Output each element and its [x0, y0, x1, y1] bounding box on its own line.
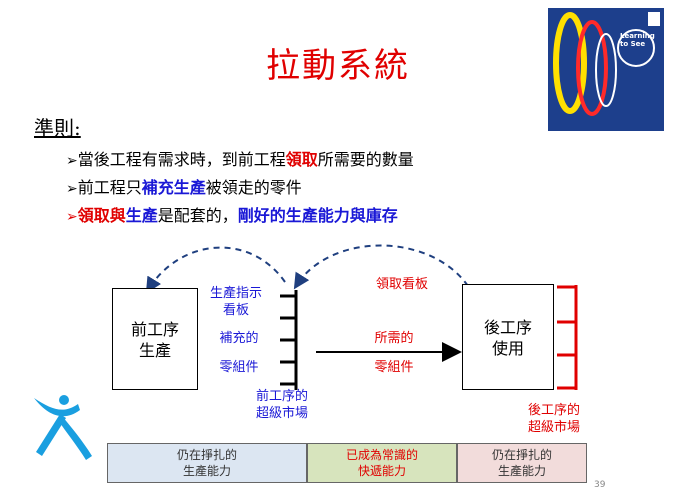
book-cover-graphic: [548, 8, 664, 131]
downstream-process-line2: 使用: [491, 339, 524, 358]
bullet-arrow-icon: ➢: [66, 209, 78, 225]
downstream-supermarket-label: 後工序的 超級市場: [527, 403, 580, 435]
book-cover-image: Learning to See: [548, 8, 664, 131]
book-title-line1: Learning: [620, 32, 655, 40]
capability-band-middle: 已成為常識的 快遞能力: [307, 443, 457, 483]
principle-item-1: ➢當後工程有需求時，到前工程領取所需要的數量: [66, 150, 414, 169]
bullet-arrow-icon: ➢: [66, 153, 78, 169]
downstream-supermarket-icon: [557, 285, 578, 390]
upstream-process-box: 前工序 生產: [112, 288, 198, 390]
principle-item-3: ➢領取與生產是配套的，剛好的生產能力與庫存: [66, 206, 398, 225]
upstream-supermarket-icon: [280, 290, 298, 390]
downstream-process-box: 後工序 使用: [462, 284, 554, 390]
replenished-parts-label: 補充的 零組件: [219, 331, 259, 375]
book-title-line2: to See: [620, 40, 646, 48]
production-kanban-label: 生產指示 看板: [209, 286, 262, 318]
upstream-process-line1: 前工序: [130, 320, 179, 339]
principles-heading: 準則:: [34, 116, 81, 140]
slide-title: 拉動系統: [266, 46, 410, 86]
kanban-dashed-arrow-left: [145, 246, 286, 294]
withdrawal-kanban-label: 領取看板: [375, 277, 428, 292]
bullet-arrow-icon: ➢: [66, 181, 78, 197]
downstream-process-line1: 後工序: [483, 318, 532, 337]
capability-band-upstream: 仍在掙扎的 生產能力: [107, 443, 307, 483]
person-logo-icon: [34, 395, 92, 460]
capability-band-downstream: 仍在掙扎的 生產能力: [457, 443, 587, 483]
principle-item-2: ➢前工程只補充生產被領走的零件: [66, 178, 302, 197]
page-number: 39: [594, 480, 606, 490]
upstream-supermarket-label: 前工序的 超級市場: [255, 389, 308, 421]
upstream-process-line2: 生產: [138, 341, 171, 360]
kanban-dashed-arrow-right: [293, 244, 469, 290]
required-parts-label: 所需的 零組件: [374, 331, 414, 375]
